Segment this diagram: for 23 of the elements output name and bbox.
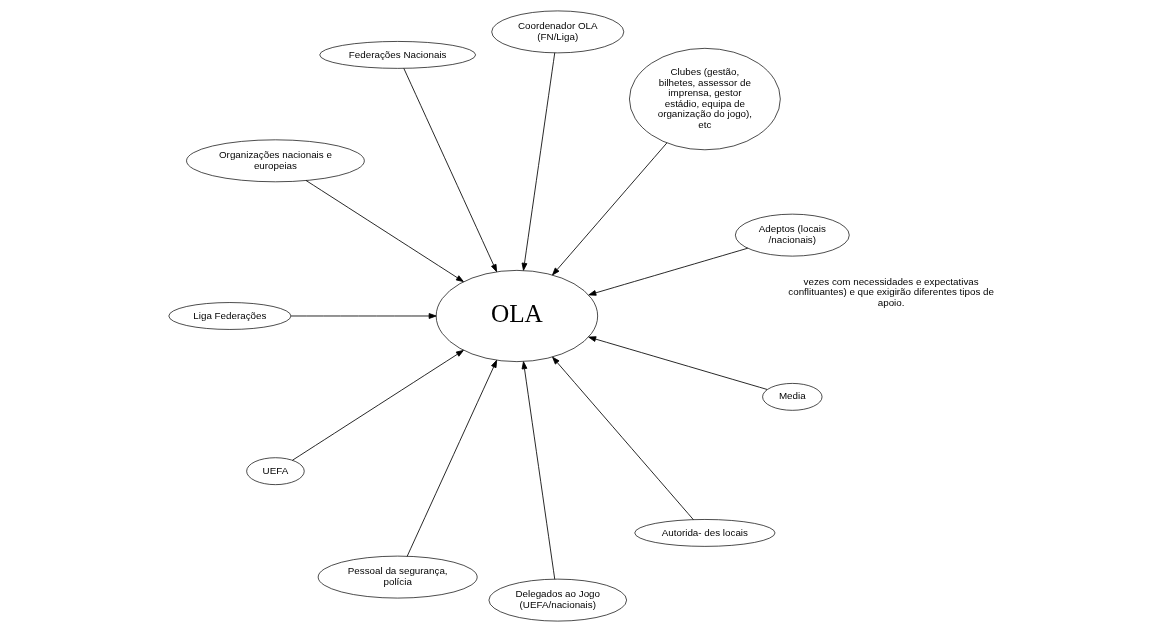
arrow (305, 180, 464, 283)
node-ellipse: Coordenador OLA (FN/Liga) (490, 10, 624, 54)
node-ellipse: Media (761, 383, 822, 411)
node-ellipse: Pessoal da segurança, polícia (317, 555, 478, 599)
arrow (551, 356, 694, 521)
node-ellipse: UEFA (245, 457, 305, 485)
arrow (587, 336, 768, 390)
arrow (551, 142, 667, 276)
node-ellipse: Organizações nacionais e europeias (185, 139, 365, 183)
node-ellipse: Liga Federações (167, 302, 291, 330)
label: vezes com necessidades e expectativas conflituantes) e que exigirão diferentes tipos de apoio. (787, 275, 994, 308)
arrow (521, 361, 555, 580)
arrow (290, 313, 437, 319)
arrow (587, 247, 748, 296)
node-ellipse: Adeptos (locais /nacionais) (734, 213, 850, 257)
arrow (521, 52, 555, 271)
node-ellipse: Delegados ao Jogo (UEFA/nacionais) (488, 578, 627, 622)
node-ellipse: Federações Nacionais (318, 41, 476, 69)
node-ellipse: Clubes (gestão, bilhetes, assessor de imprensa, gestor estádio, equipa de organização do jogo), etc (628, 48, 781, 151)
arrow (406, 359, 497, 557)
arrow (402, 67, 497, 273)
node-ellipse: Autorida- des locais (633, 519, 775, 547)
arrow (291, 349, 464, 461)
